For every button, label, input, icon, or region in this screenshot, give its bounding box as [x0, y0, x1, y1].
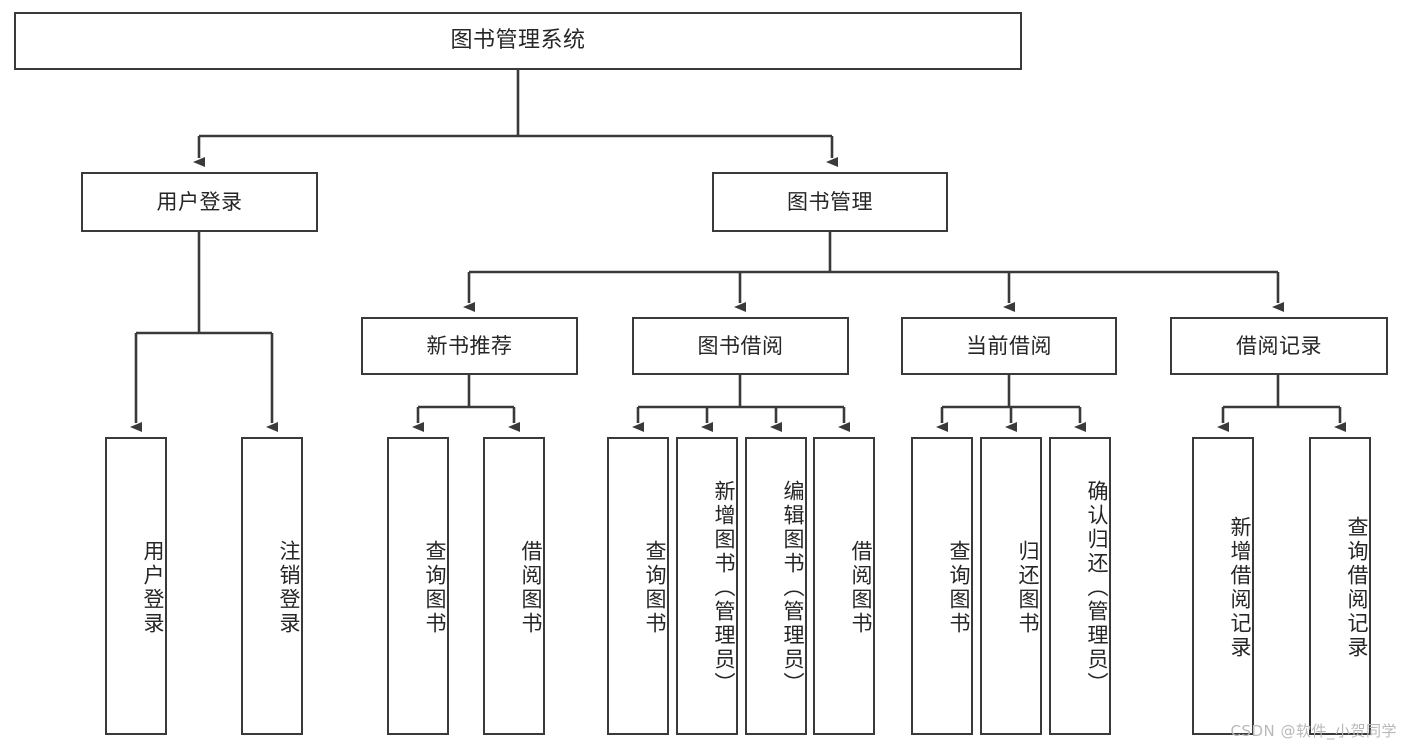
node-leaf-add-record-label: 新增借阅记录 — [1228, 516, 1252, 660]
node-leaf-edit-book[interactable]: 编辑图书（管理员） — [745, 437, 807, 735]
node-new-book-rec-label: 新书推荐 — [426, 333, 513, 358]
node-new-book-rec[interactable]: 新书推荐 — [361, 317, 578, 375]
node-borrow-record[interactable]: 借阅记录 — [1170, 317, 1388, 375]
node-book-manage-label: 图书管理 — [787, 189, 873, 214]
node-leaf-user-login[interactable]: 用户登录 — [105, 437, 167, 735]
node-leaf-add-book-label: 新增图书（管理员） — [712, 480, 736, 696]
node-leaf-add-book[interactable]: 新增图书（管理员） — [676, 437, 738, 735]
node-root[interactable]: 图书管理系统 — [14, 12, 1022, 70]
node-leaf-borrow-book-1[interactable]: 借阅图书 — [483, 437, 545, 735]
node-leaf-query-book-3-label: 查询图书 — [947, 540, 971, 636]
node-leaf-query-book-2-label: 查询图书 — [643, 540, 667, 636]
watermark: CSDN @软件_小贺同学 — [1230, 722, 1397, 740]
node-leaf-query-record-label: 查询借阅记录 — [1345, 516, 1369, 660]
node-root-label: 图书管理系统 — [450, 28, 586, 54]
node-borrow-record-label: 借阅记录 — [1236, 333, 1322, 358]
node-leaf-confirm-return-label: 确认归还（管理员） — [1085, 480, 1109, 696]
node-book-manage[interactable]: 图书管理 — [712, 172, 948, 232]
node-leaf-query-record[interactable]: 查询借阅记录 — [1309, 437, 1371, 735]
node-leaf-edit-book-label: 编辑图书（管理员） — [781, 480, 805, 696]
node-leaf-return-book-label: 归还图书 — [1016, 540, 1040, 636]
node-book-borrow[interactable]: 图书借阅 — [632, 317, 849, 375]
node-book-borrow-label: 图书借阅 — [697, 333, 784, 358]
node-leaf-borrow-book-2[interactable]: 借阅图书 — [813, 437, 875, 735]
node-leaf-query-book-1[interactable]: 查询图书 — [387, 437, 449, 735]
node-leaf-logout-label: 注销登录 — [277, 540, 301, 636]
node-user-login[interactable]: 用户登录 — [81, 172, 318, 232]
node-leaf-confirm-return[interactable]: 确认归还（管理员） — [1049, 437, 1111, 735]
node-leaf-query-book-3[interactable]: 查询图书 — [911, 437, 973, 735]
node-current-borrow[interactable]: 当前借阅 — [901, 317, 1117, 375]
node-leaf-user-login-label: 用户登录 — [141, 540, 165, 636]
node-leaf-return-book[interactable]: 归还图书 — [980, 437, 1042, 735]
node-leaf-query-book-1-label: 查询图书 — [423, 540, 447, 636]
node-leaf-borrow-book-1-label: 借阅图书 — [519, 540, 543, 636]
node-leaf-borrow-book-2-label: 借阅图书 — [849, 540, 873, 636]
node-current-borrow-label: 当前借阅 — [966, 333, 1052, 358]
node-user-login-label: 用户登录 — [156, 189, 243, 214]
node-leaf-add-record[interactable]: 新增借阅记录 — [1192, 437, 1254, 735]
node-leaf-query-book-2[interactable]: 查询图书 — [607, 437, 669, 735]
node-leaf-logout[interactable]: 注销登录 — [241, 437, 303, 735]
